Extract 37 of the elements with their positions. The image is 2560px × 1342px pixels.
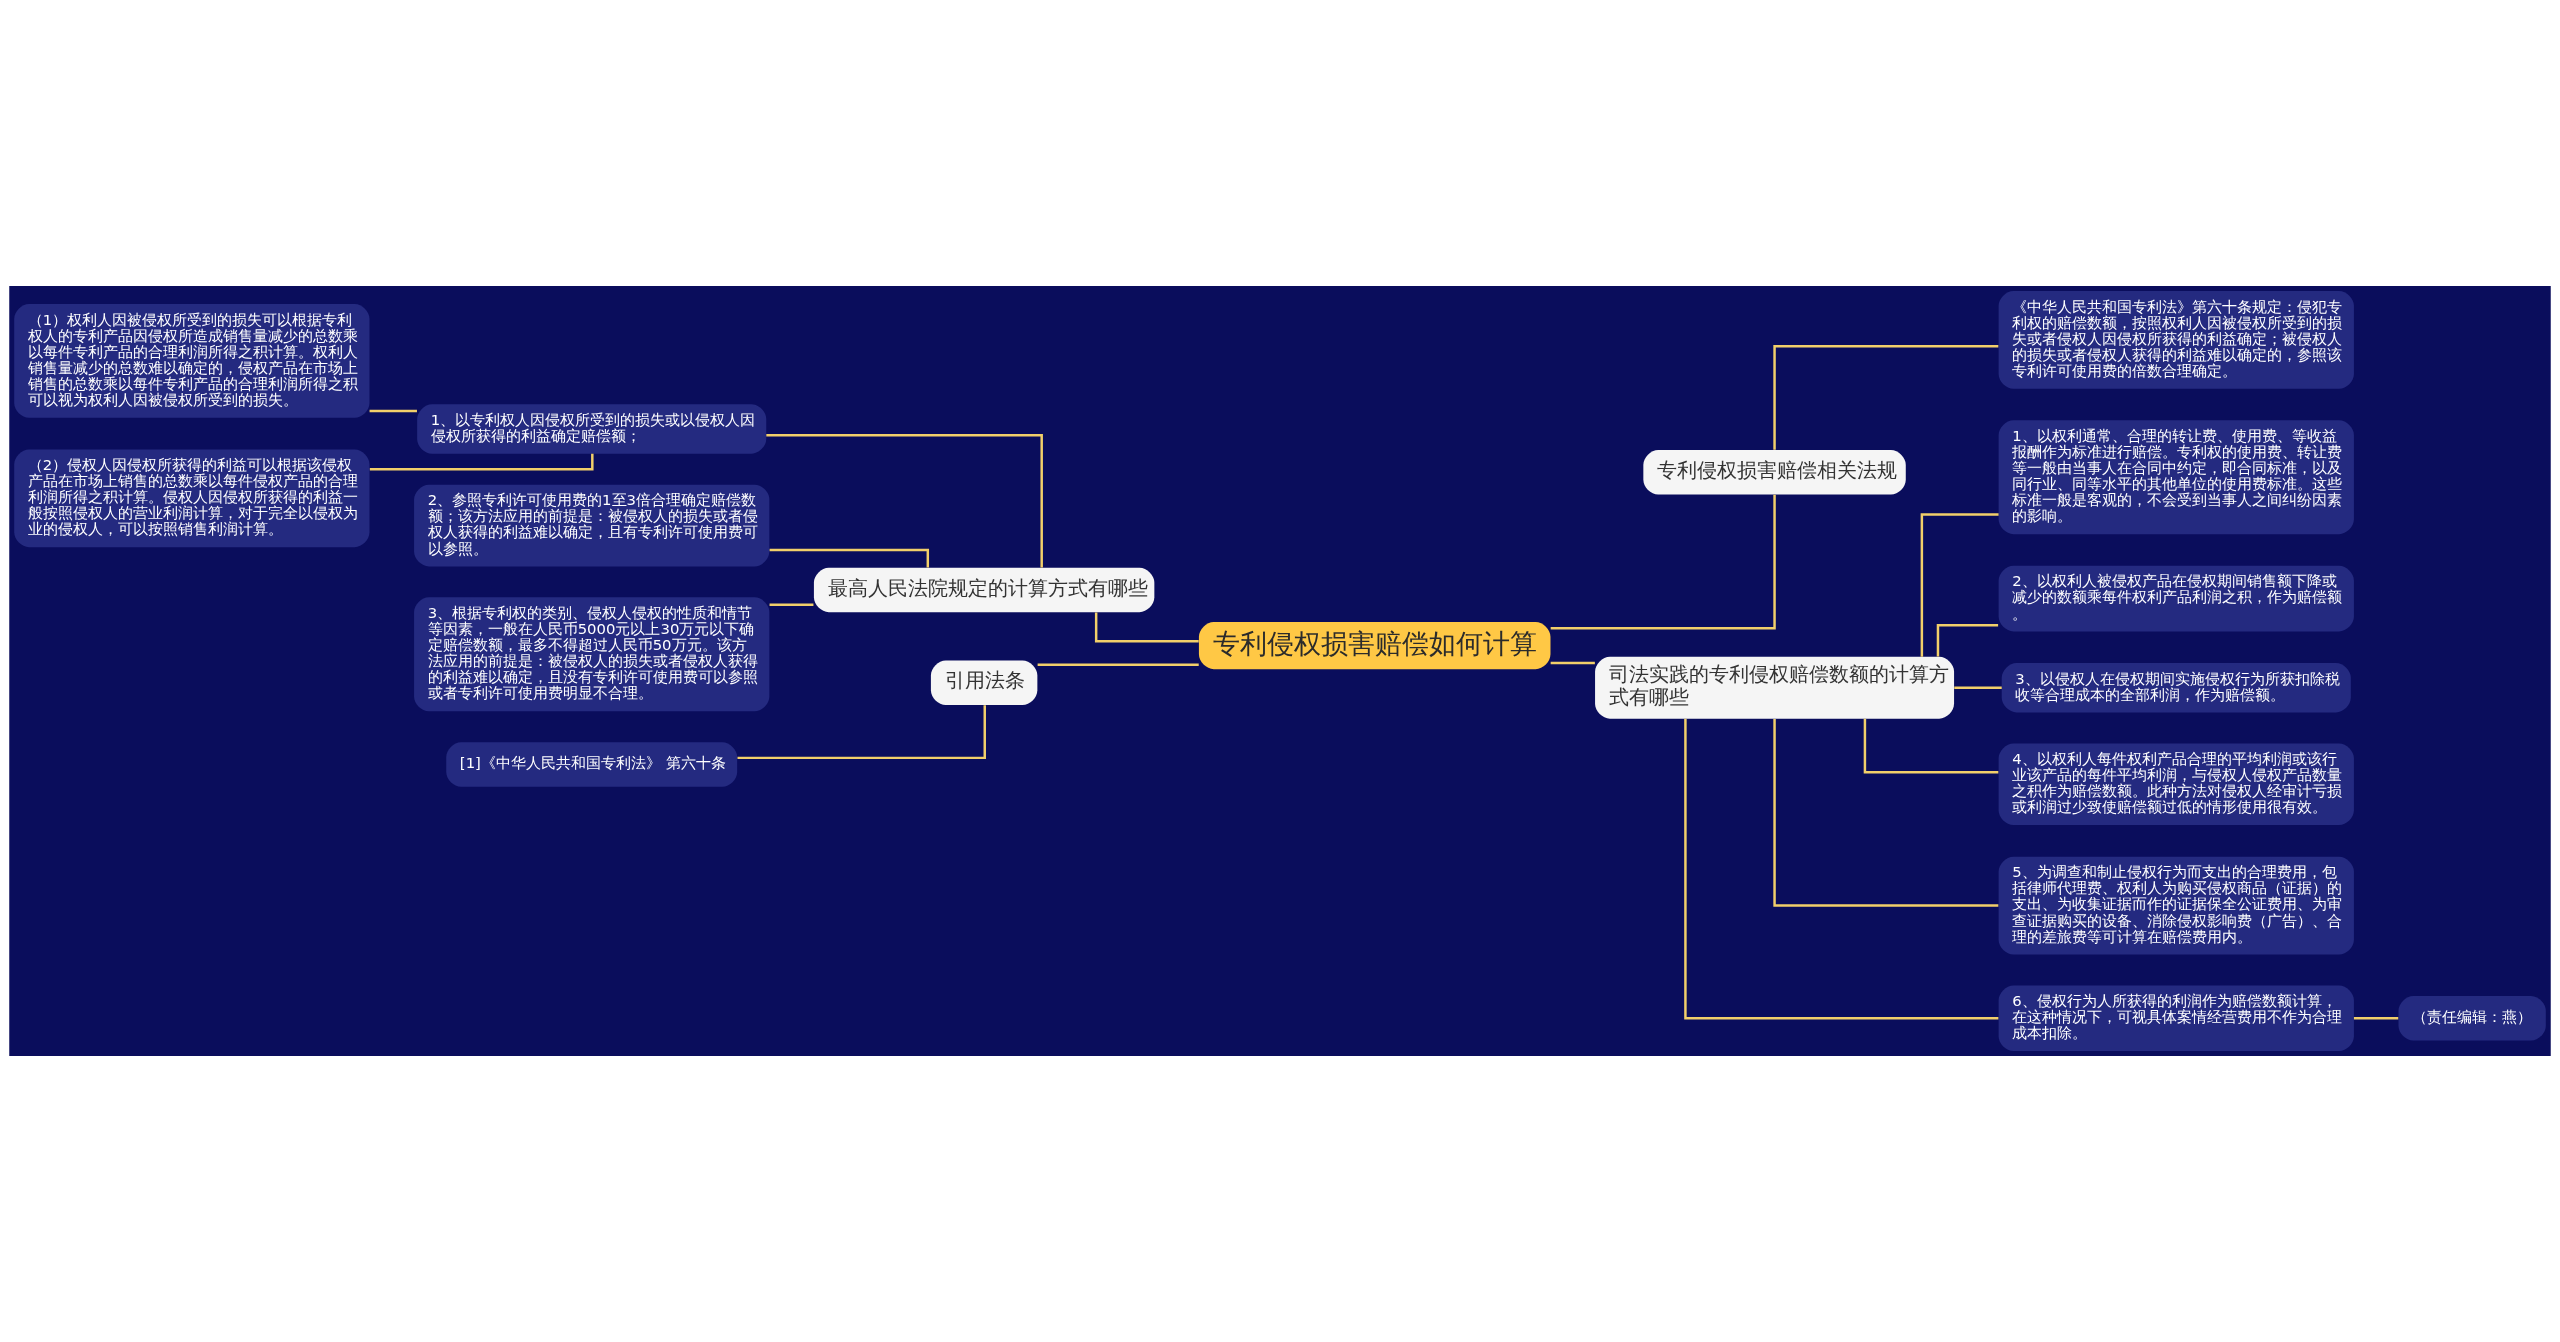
connector bbox=[766, 433, 1043, 568]
connector bbox=[2353, 1017, 2399, 1020]
node-box: 最高人民法院规定的计算方式有哪些 bbox=[813, 567, 1155, 613]
connector bbox=[1954, 686, 2002, 689]
node-box: 专利侵权损害赔偿相关法规 bbox=[1643, 450, 1906, 495]
connector bbox=[1773, 345, 1999, 450]
connector bbox=[737, 705, 986, 760]
node-box: 3、根据专利权的类别、侵权人侵权的性质和情节等因素，一般在人民币5000元以上30万元以下确定赔偿数额，最多不得超过人民币50万元。该方法应用的前提是：被侵权人的损失或者侵权人获得的利益难以确定，且没有专利许可使用费可以参照或者专利许可使用费明显不合理。 bbox=[414, 597, 770, 712]
node-box: 5、为调查和制止侵权行为而支出的合理费用，包括律师代理费、权利人为购买侵权商品（证据）的支出、为收集证据而作的证据保全公证费用、为审查证据购买的设备、消除侵权影响费（广告）、合理的差旅费等可计算在赔偿费用内。 bbox=[1998, 856, 2354, 955]
connector bbox=[1550, 494, 1776, 630]
connector bbox=[369, 453, 594, 471]
node-box: 3、以侵权人在侵权期间实施侵权行为所获扣除税收等合理成本的全部利润，作为赔偿额。 bbox=[2001, 662, 2351, 713]
node-box: （2）侵权人因侵权所获得的利益可以根据该侵权产品在市场上销售的总数乘以每件侵权产品的合理利润所得之积计算。侵权人因侵权所获得的利益一般按照侵权人的营业利润计算，对于完全以侵权为业的侵权人，可以按照销售利润计算。 bbox=[14, 449, 370, 548]
node-box: 《中华人民共和国专利法》第六十条规定：侵犯专利权的赔偿数额，按照权利人因被侵权所受到的损失或者侵权人因侵权所获得的利益确定；被侵权人的损失或者侵权人获得的利益难以确定的，参照该专利许可使用费的倍数合理确定。 bbox=[1998, 290, 2354, 389]
connector bbox=[769, 548, 930, 568]
node-box: 引用法条 bbox=[930, 660, 1038, 706]
node-box: 专利侵权损害赔偿如何计算 bbox=[1198, 622, 1551, 670]
node-box: 6、侵权行为人所获得的利润作为赔偿数额计算，在这种情况下，可视具体案情经营费用不作为合理成本扣除。 bbox=[1998, 985, 2354, 1052]
node-box: 2、参照专利许可使用费的1至3倍合理确定赔偿数额；该方法应用的前提是：被侵权人的损失或者侵权人获得的利益难以确定，且有专利许可使用费可以参照。 bbox=[414, 484, 770, 567]
node-box: 司法实践的专利侵权赔偿数额的计算方式有哪些 bbox=[1595, 656, 1955, 719]
connector bbox=[1920, 513, 1999, 657]
node-box: 1、以权利通常、合理的转让费、使用费、等收益报酬作为标准进行赔偿。专利权的使用费、转让费等一般由当事人在合同中约定，即合同标准，以及同行业、同等水平的其他单位的使用费标准。这些标准一般是客观的，不会受到当事人之间纠纷因素的影响。 bbox=[1998, 420, 2354, 535]
node-box: （1）权利人因被侵权所受到的损失可以根据专利权人的专利产品因侵权所造成销售量减少的总数乘以每件专利产品的合理利润所得之积计算。权利人销售量减少的总数难以确定的，侵权产品在市场上销售的总数乘以每件专利产品的合理利润所得之积可以视为权利人因被侵权所受到的损失。 bbox=[14, 303, 370, 418]
node-box: 2、以权利人被侵权产品在侵权期间销售额下降或减少的数额乘每件权利产品利润之积，作为赔偿额。 bbox=[1998, 565, 2354, 632]
connector bbox=[769, 603, 814, 606]
connector bbox=[1550, 661, 1595, 665]
connector bbox=[1863, 718, 1999, 774]
connector bbox=[1037, 663, 1199, 667]
connector bbox=[1773, 718, 1999, 907]
connector bbox=[1094, 612, 1199, 643]
connector bbox=[1936, 623, 1999, 657]
node-box: 4、以权利人每件权利产品合理的平均利润或该行业该产品的每件平均利润，与侵权人侵权产品数量之积作为赔偿数额。此种方法对侵权人经审计亏损或利润过少致使赔偿额过低的情形使用很有效。 bbox=[1998, 743, 2354, 826]
node-box: （责任编辑：燕） bbox=[2398, 995, 2546, 1041]
node-box: 1、以专利权人因侵权所受到的损失或以侵权人因侵权所获得的利益确定赔偿额； bbox=[417, 404, 767, 454]
node-box: [1]《中华人民共和国专利法》 第六十条 bbox=[446, 742, 738, 787]
connector bbox=[1684, 718, 1999, 1020]
connector bbox=[369, 409, 417, 413]
